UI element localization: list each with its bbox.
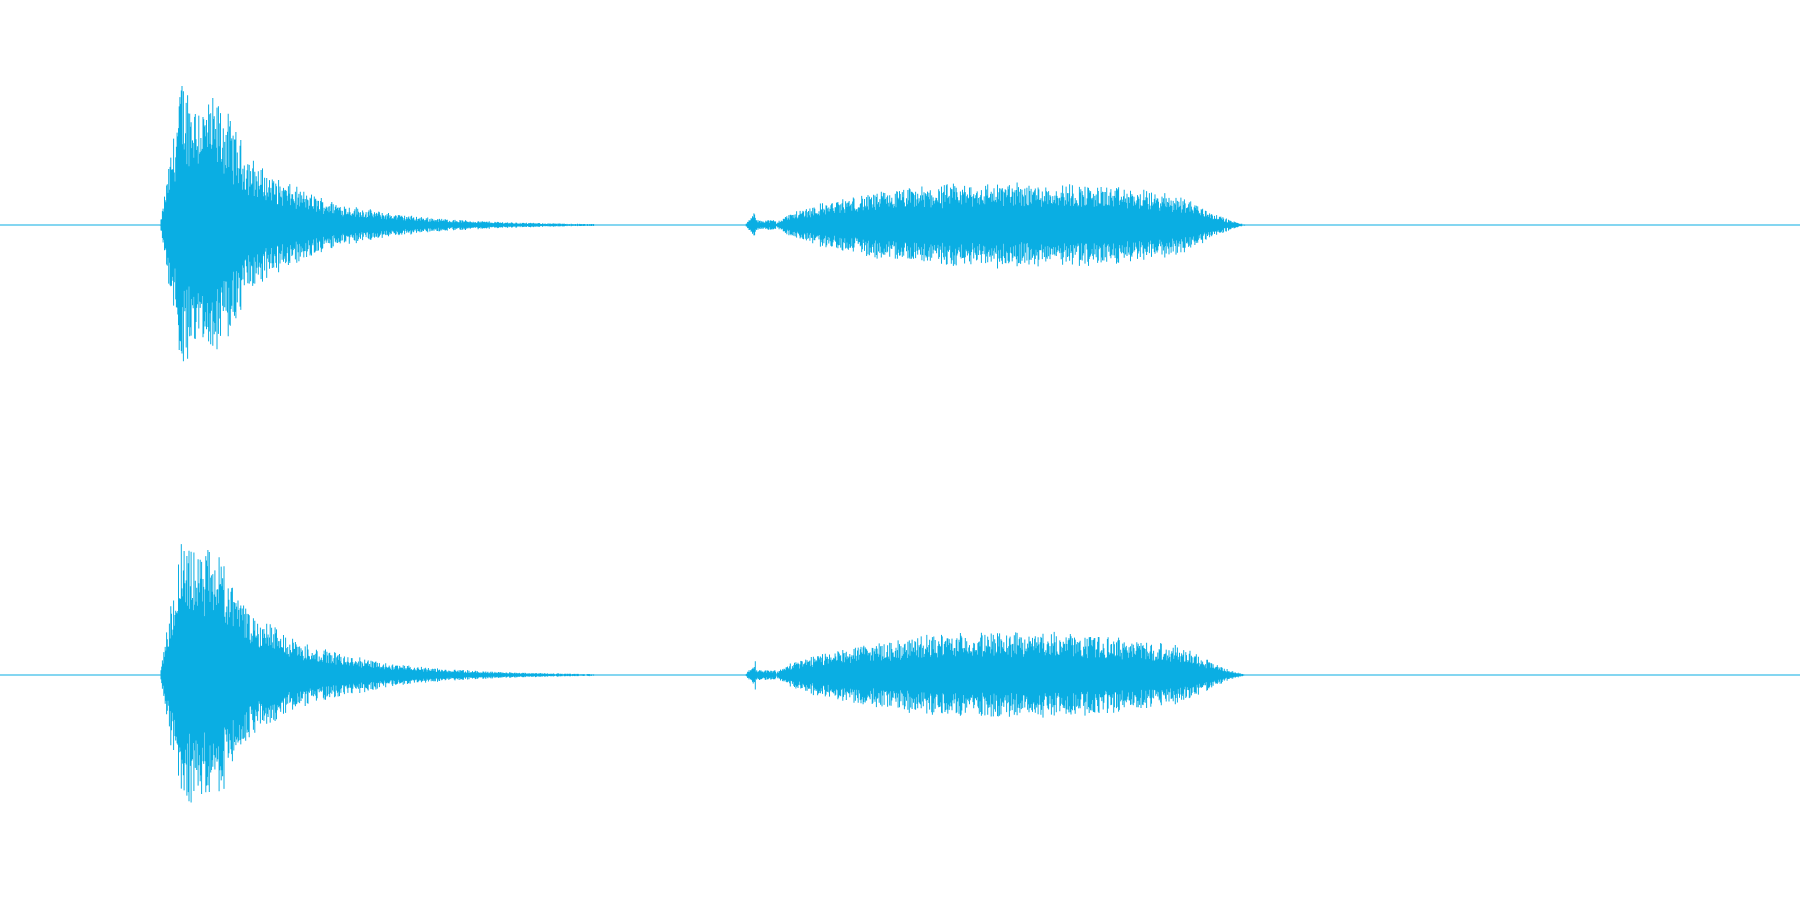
channel-1-signal <box>159 86 1247 362</box>
channel-1-waveform <box>0 86 1800 362</box>
channel-2-signal <box>159 544 1247 803</box>
channel-2-waveform <box>0 544 1800 803</box>
